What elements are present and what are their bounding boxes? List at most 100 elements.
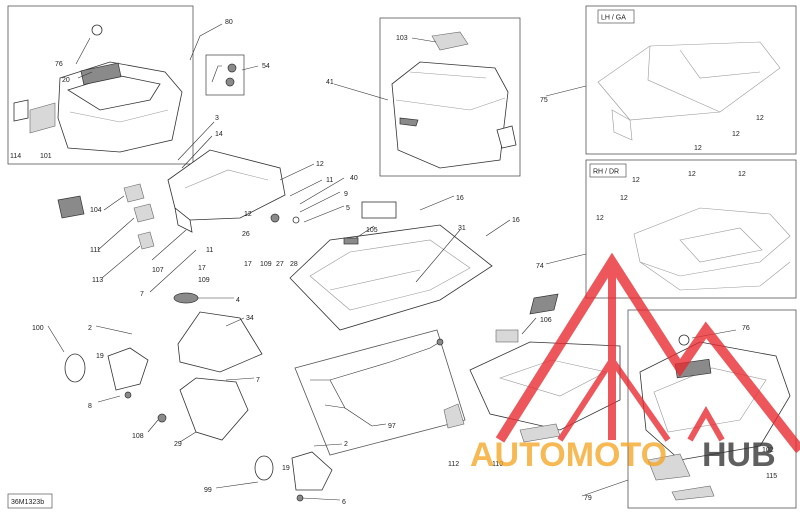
callout-12i: 12	[596, 215, 604, 222]
callout-12b: 12	[244, 211, 252, 218]
callout-9: 9	[344, 191, 348, 198]
callout-113: 113	[92, 277, 103, 284]
callout-34: 34	[246, 315, 254, 322]
callout-12d: 12	[732, 131, 740, 138]
rh-dr-label: RH / DR	[593, 169, 619, 176]
callout-97: 97	[388, 423, 396, 430]
callout-102: 102	[762, 447, 774, 454]
cover-box-frame	[379, 17, 521, 177]
callout-2b: 2	[344, 441, 348, 448]
watermark-logo: AUTOMOTO HUB	[470, 252, 800, 474]
callout-11b: 11	[206, 247, 213, 254]
callout-105: 105	[366, 227, 378, 234]
callout-80: 80	[225, 19, 233, 26]
harness-97	[310, 338, 444, 427]
callout-107: 107	[152, 267, 164, 274]
callout-2a: 2	[88, 325, 92, 332]
callout-109a: 109	[198, 277, 210, 284]
callout-112: 112	[448, 461, 459, 468]
lamp-assembly-99	[254, 451, 333, 502]
plate-34	[177, 311, 263, 373]
callout-106: 106	[540, 317, 552, 324]
watermark-text-a: AUTOMOTO	[470, 436, 667, 474]
callout-11: 11	[326, 177, 333, 184]
rear-box-frame	[627, 309, 797, 509]
callout-31: 31	[458, 225, 466, 232]
lh-ga-tray-part	[597, 41, 781, 141]
callout-109b: 109	[260, 261, 272, 268]
callout-99: 99	[204, 487, 212, 494]
callout-6: 6	[342, 499, 346, 506]
lamp-assembly-100	[64, 347, 149, 399]
callout-27: 27	[276, 261, 284, 268]
callout-114: 114	[10, 153, 21, 160]
callout-100: 100	[32, 325, 44, 332]
callout-108: 108	[132, 433, 144, 440]
callout-14: 14	[215, 131, 223, 138]
callout-12c: 12	[756, 115, 764, 122]
callout-17a: 17	[198, 265, 206, 272]
callout-101: 101	[40, 153, 52, 160]
callout-20: 20	[62, 77, 70, 84]
storage-box-part	[13, 24, 183, 153]
callout-26: 26	[242, 231, 250, 238]
floor-panel-part	[289, 224, 493, 331]
callout-76b: 76	[742, 325, 750, 332]
callout-3: 3	[215, 115, 219, 122]
callout-29: 29	[174, 441, 182, 448]
callout-5: 5	[346, 205, 350, 212]
callout-12: 12	[316, 161, 324, 168]
callout-41: 41	[326, 79, 334, 86]
callout-16b: 16	[512, 217, 520, 224]
callout-17b: 17	[244, 261, 252, 268]
fastener-kit-54	[205, 54, 245, 96]
warning-label	[361, 201, 397, 219]
callout-110: 110	[492, 461, 503, 468]
callout-7b: 7	[256, 377, 260, 384]
callout-103: 103	[396, 35, 408, 42]
callout-115: 115	[766, 473, 777, 480]
bracket-29	[179, 377, 249, 441]
callout-40: 40	[350, 175, 358, 182]
decal-104	[57, 195, 85, 219]
rh-dr-tray-part	[633, 207, 791, 291]
callout-7a: 7	[140, 291, 144, 298]
callout-12e: 12	[694, 145, 702, 152]
callout-16a: 16	[456, 195, 464, 202]
cap-4	[173, 292, 199, 304]
lh-ga-label-box	[597, 9, 635, 24]
diagram-code-box	[7, 493, 53, 509]
decal-104b	[123, 183, 145, 203]
decal-113	[137, 231, 155, 250]
callout-19a: 19	[96, 353, 104, 360]
callout-19b: 19	[282, 465, 290, 472]
rh-dr-label-box	[589, 163, 627, 178]
callout-4: 4	[236, 297, 240, 304]
callout-79: 79	[584, 495, 592, 502]
decal-112	[443, 403, 465, 429]
callout-75: 75	[540, 97, 548, 104]
decal-111	[133, 203, 155, 223]
callout-76: 76	[55, 61, 63, 68]
callout-8a: 8	[88, 403, 92, 410]
console-bracket-part	[167, 149, 300, 233]
callout-111: 111	[90, 247, 101, 254]
callout-12h: 12	[738, 171, 746, 178]
lh-ga-frame	[585, 5, 797, 155]
callout-12f: 12	[620, 195, 628, 202]
callout-12j: 12	[632, 177, 640, 184]
callout-28: 28	[290, 261, 298, 268]
grommet-108	[157, 413, 167, 423]
callout-12g: 12	[688, 171, 696, 178]
lh-ga-label: LH / GA	[601, 15, 626, 22]
watermark-text-b: HUB	[702, 436, 776, 474]
leader-lines	[47, 23, 737, 501]
rh-dr-frame	[585, 159, 797, 299]
diagram-code: 36M1323b	[11, 499, 44, 506]
callout-54: 54	[262, 63, 270, 70]
storage-box-frame	[7, 5, 194, 165]
callout-74: 74	[536, 263, 544, 270]
callout-104: 104	[90, 207, 102, 214]
